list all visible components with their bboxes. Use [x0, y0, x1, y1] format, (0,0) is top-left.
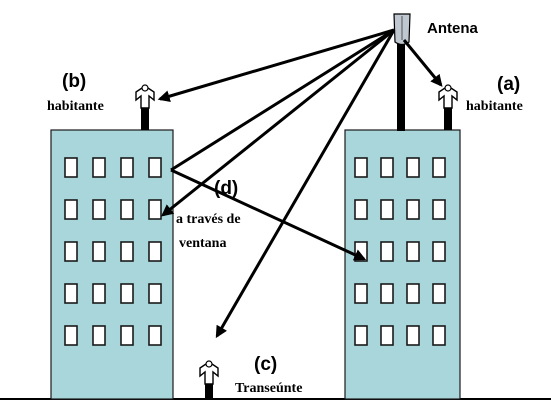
- antenna-mast: [397, 38, 405, 131]
- label-c-text: Transeúnte: [235, 381, 302, 396]
- antenna: [393, 13, 411, 131]
- right-building-window: [354, 157, 368, 178]
- right-building-window: [406, 241, 420, 262]
- label-antena: Antena: [427, 20, 478, 37]
- person-c-icon: [199, 360, 219, 400]
- left-building-window: [64, 283, 78, 304]
- right-building-window: [432, 157, 446, 178]
- right-building-window: [432, 199, 446, 220]
- right-building-window: [406, 199, 420, 220]
- left-building-window: [148, 241, 162, 262]
- left-building-window: [92, 157, 106, 178]
- right-building-window: [432, 283, 446, 304]
- label-d-text-line2: ventana: [179, 236, 226, 251]
- right-building: [344, 129, 461, 400]
- right-building-window: [380, 199, 394, 220]
- left-building-window: [92, 283, 106, 304]
- label-d-text-line1: a través de: [176, 212, 241, 227]
- left-building-window: [64, 325, 78, 346]
- right-building-window: [380, 157, 394, 178]
- arrow-to-person-b: [157, 28, 395, 103]
- left-building-window: [64, 241, 78, 262]
- right-building-window: [380, 283, 394, 304]
- right-building-window: [354, 199, 368, 220]
- label-b-text: habitante: [47, 99, 104, 114]
- label-d-letter: (d): [214, 178, 238, 199]
- label-b-letter: (b): [62, 71, 86, 92]
- right-building-window: [432, 241, 446, 262]
- left-building-window: [148, 157, 162, 178]
- left-building: [50, 129, 174, 400]
- left-building-window: [120, 157, 134, 178]
- label-c-letter: (c): [254, 354, 277, 375]
- left-building-window: [92, 241, 106, 262]
- arrow-to-left-building: [170, 28, 395, 172]
- arrow-reflect-to-window: [170, 168, 367, 261]
- left-building-window: [120, 241, 134, 262]
- left-building-window: [148, 199, 162, 220]
- right-building-window: [432, 325, 446, 346]
- label-a-letter: (a): [497, 74, 520, 95]
- left-building-window: [148, 283, 162, 304]
- left-building-window: [64, 199, 78, 220]
- right-building-window: [354, 325, 368, 346]
- left-building-window: [92, 199, 106, 220]
- left-building-window: [120, 325, 134, 346]
- right-building-window: [406, 157, 420, 178]
- label-a-text: habitante: [466, 99, 523, 114]
- left-building-window: [148, 325, 162, 346]
- arrow-to-left-window: [161, 28, 395, 217]
- left-building-windows: [64, 157, 162, 346]
- person-a-icon: [438, 84, 458, 130]
- person-b-icon: [135, 84, 155, 130]
- left-building-window: [64, 157, 78, 178]
- right-building-window: [380, 241, 394, 262]
- right-building-window: [406, 325, 420, 346]
- left-building-window: [92, 325, 106, 346]
- right-building-window: [380, 325, 394, 346]
- arrow-to-person-a: [402, 39, 443, 87]
- left-building-window: [120, 199, 134, 220]
- left-building-window: [120, 283, 134, 304]
- right-building-window: [406, 283, 420, 304]
- arrow-to-person-c: [215, 29, 396, 339]
- right-building-window: [354, 283, 368, 304]
